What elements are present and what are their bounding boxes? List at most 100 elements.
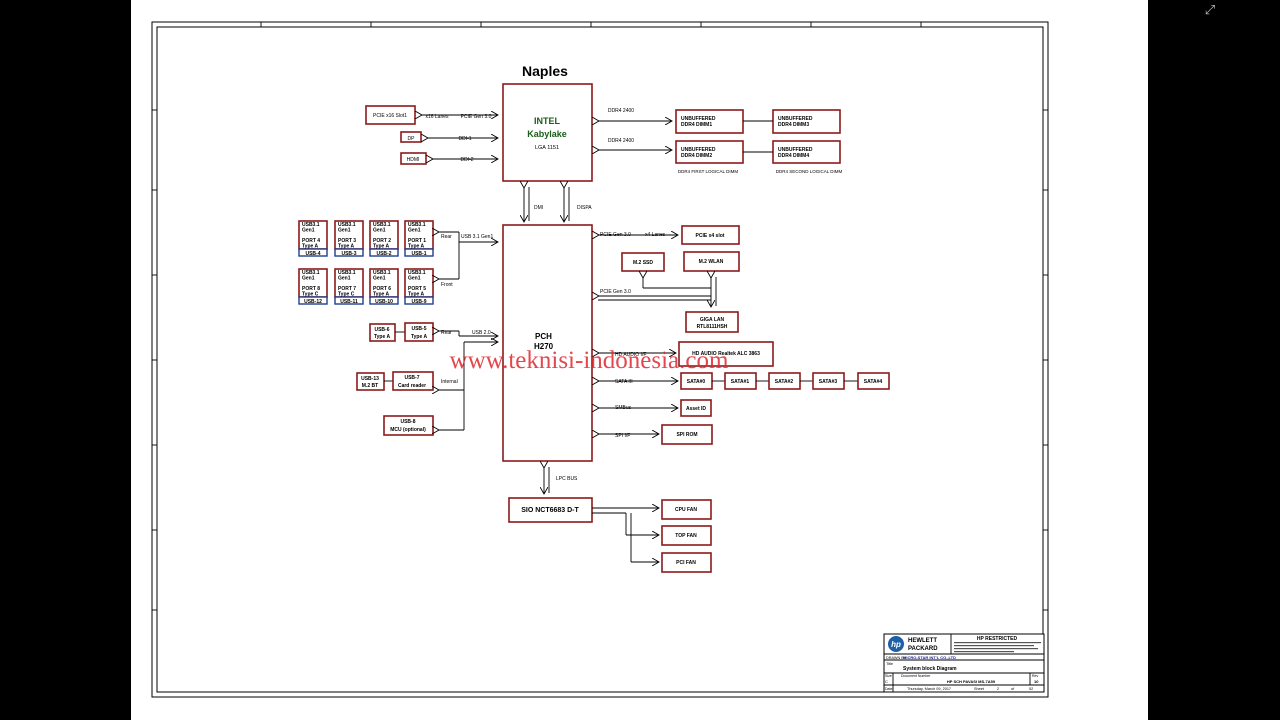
dispa-label: DISPA (577, 205, 592, 211)
hp-logo-icon (888, 636, 904, 652)
usb-top-port-text: Type A (338, 244, 355, 250)
usb-mid-port-tag: USB-11 (340, 299, 358, 305)
asset-id-label: Asset ID (686, 406, 706, 412)
dimm4-line1: UNBUFFERED (778, 147, 813, 153)
usb-top-port-text: Type A (373, 244, 390, 250)
dimm2-line2: DDR4 DIMM2 (681, 153, 712, 159)
giga-lan-line1: GIGA LAN (700, 317, 725, 323)
second-logical-dimm-label: DDR4 SECOND LOGICAL DIMM (776, 169, 843, 174)
usb-top-port-text: USB3.1 (408, 222, 426, 228)
of-label: of (1011, 687, 1015, 691)
usb-top-port-text: PORT 3 (338, 238, 356, 244)
diagram-title: Naples (522, 63, 568, 79)
usb8-line2: MCU (optional) (390, 427, 426, 433)
cpu-vendor: INTEL (534, 116, 561, 126)
ddi1-label: DDI-1 (458, 136, 471, 142)
usb5-line1: USB-5 (411, 326, 426, 332)
rear-usb20-label: Rear (441, 330, 452, 336)
usb-mid-port-text: Type C (338, 292, 355, 298)
sata3-label: SATA#3 (819, 379, 838, 385)
usb-top-port-text: Gen1 (338, 227, 351, 233)
m2-wlan-label: M.2 WLAN (699, 259, 724, 265)
brand-line1: HEWLETT (908, 638, 937, 644)
outer-frame (151, 21, 1049, 698)
hd-audio-block (678, 341, 774, 367)
usb-mid-port-text: USB3.1 (302, 270, 320, 276)
sio-block (508, 497, 593, 523)
usb13-line2: M.2 BT (362, 383, 378, 389)
dimm4-line2: DDR4 DIMM4 (778, 153, 809, 159)
usb31-mid-row (298, 268, 434, 305)
pcie-gen3-b-label: PCIE Gen 3.0 (600, 289, 631, 295)
usb-mid-port-text: Type A (373, 292, 390, 298)
sata4-label: SATA#4 (864, 379, 883, 385)
pcie-x4-slot-block (681, 225, 740, 245)
usb-top-port-text: Gen1 (408, 227, 421, 233)
dp-label: DP (408, 136, 416, 142)
schematic-sheet: Naples INTEL Kabylake LGA 1151 PCIE x16 … (131, 0, 1148, 720)
drawn-by-label: DRAWN BY (886, 656, 907, 660)
usb-mid-port-text: Gen1 (338, 275, 351, 281)
size-value: C (885, 679, 888, 684)
ddr4-channel-b-label: DDR4 2400 (608, 138, 634, 144)
dimm3-block (772, 109, 841, 134)
pci-fan-block (661, 552, 712, 573)
usb7-line2: Card reader (398, 383, 426, 389)
usb31-gen1-label: USB 3.1 Gen1 (461, 234, 493, 240)
usb-mid-port-text: Gen1 (302, 275, 315, 281)
watermark-text: www.teknisi-indonesia.com (450, 347, 729, 374)
sheet-value: 2 (997, 687, 999, 691)
restricted-label: HP RESTRICTED (977, 636, 1018, 642)
first-logical-dimm-label: DDR4 FIRST LOGICAL DIMM (678, 169, 739, 174)
fullscreen-icon[interactable]: ⤢ (1204, 2, 1216, 17)
usb-mid-port-tag: USB-9 (411, 299, 426, 305)
lpc-bus-label: LPC BUS (556, 476, 578, 482)
dimm1-block (675, 109, 744, 134)
usb-top-port-text: USB3.1 (373, 222, 391, 228)
usb5-line2: Type A (411, 334, 428, 340)
usb-top-port-text: Gen1 (302, 227, 315, 233)
dimm1-line1: UNBUFFERED (681, 116, 716, 122)
pch-label: PCH (535, 332, 552, 341)
dimm1-line2: DDR4 DIMM1 (681, 122, 712, 128)
m2-ssd-label: M.2 SSD (633, 260, 653, 266)
spi-rom-label: SPI ROM (676, 432, 697, 438)
spi-if-label: SPI I/F (615, 433, 630, 439)
usb-top-port-text: PORT 4 (302, 238, 320, 244)
spi-rom-block (661, 424, 713, 445)
sheet-label: Sheet (974, 687, 985, 691)
sata4-block (857, 372, 890, 390)
smbus-label: SMBus (615, 405, 632, 411)
sata0-label: SATA#0 (687, 379, 706, 385)
usb-mid-port-text: PORT 8 (302, 286, 320, 292)
company-label: MICRO-STAR INT'L CO.,LTD (903, 655, 956, 660)
sata-iii-label: SATA III (615, 379, 633, 385)
pcie-gen3-label: PCIE Gen 3.0 (461, 114, 492, 120)
usb-top-port-text: USB3.1 (338, 222, 356, 228)
usb-mid-port-text: Gen1 (373, 275, 386, 281)
cpu-fan-block (661, 499, 712, 520)
usb-top-port-text: PORT 1 (408, 238, 426, 244)
usb13-block (356, 372, 385, 391)
usb-top-port-text: Type A (302, 244, 319, 250)
usb-top-port-text: Gen1 (373, 227, 386, 233)
usb-mid-port-text: PORT 5 (408, 286, 426, 292)
usb6-line2: Type A (374, 334, 391, 340)
usb6-line1: USB-6 (374, 327, 389, 333)
cpu-fan-label: CPU FAN (675, 507, 697, 513)
rear-usb31-label: Rear (441, 234, 452, 240)
sata1-label: SATA#1 (731, 379, 750, 385)
usb-top-port-tag: USB-1 (411, 251, 426, 257)
pcie-x4-slot-label: PCIE x4 slot (696, 233, 725, 239)
usb-mid-port-tag: USB-10 (375, 299, 393, 305)
sheet-title: System block Diagram (903, 666, 957, 672)
usb8-block (383, 415, 434, 436)
giga-lan-block (685, 311, 739, 333)
usb7-block (392, 371, 434, 391)
title-field-label: Title (886, 662, 893, 666)
doc-number-label: Document Number (901, 674, 931, 678)
rev-value: 10 (1034, 679, 1039, 684)
hd-audio-if-label: HD AUDIO I/F (615, 352, 646, 358)
pcie-x16-slot-label: PCIE x16 Slot1 (373, 113, 407, 119)
doc-number: HP SCH PAVASI MS-7A59 (947, 679, 996, 684)
